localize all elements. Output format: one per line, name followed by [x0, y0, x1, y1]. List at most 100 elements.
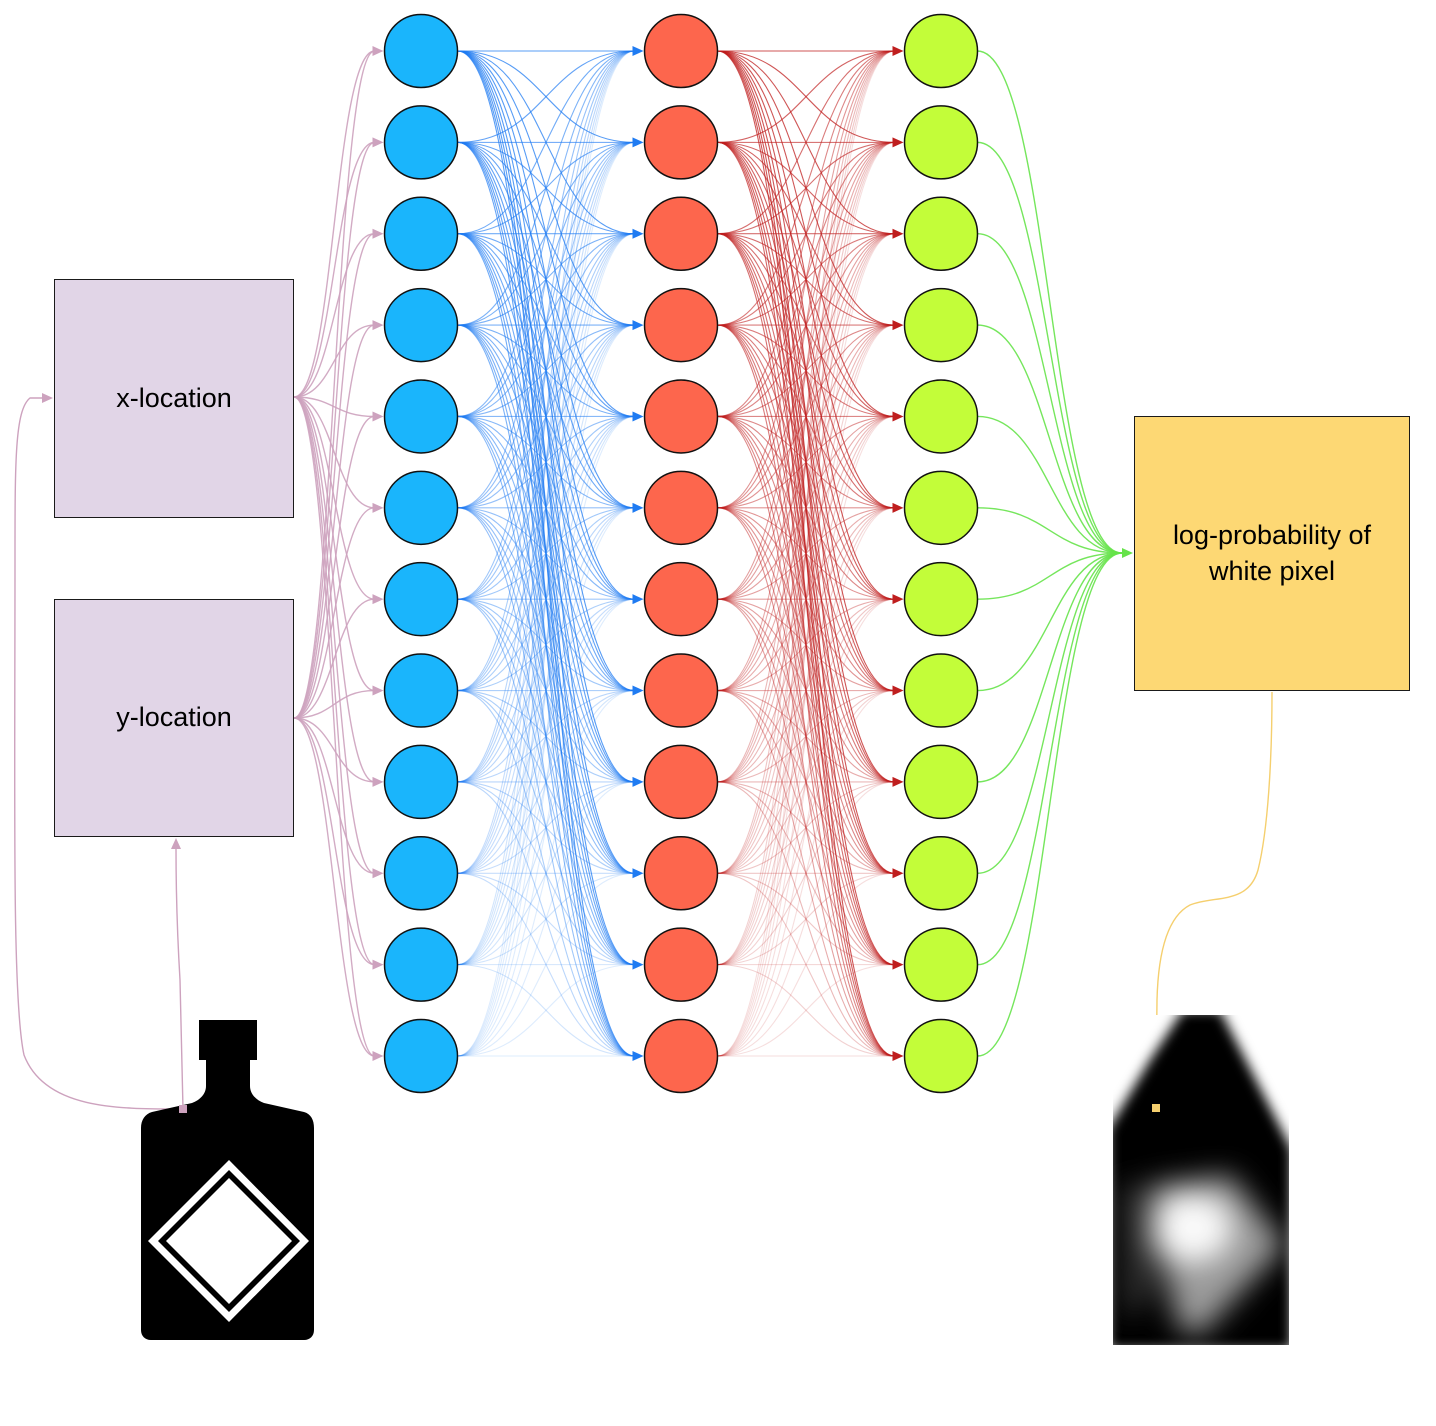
hidden-edge	[717, 141, 895, 692]
hidden-edge	[717, 598, 895, 1057]
hidden-layer-2-node	[643, 287, 719, 363]
hidden-edge	[457, 415, 635, 600]
sample-pixel-marker	[179, 1105, 187, 1113]
hidden-edge	[457, 507, 635, 966]
hidden-edge	[717, 689, 895, 874]
hidden-edge-arrowhead	[892, 1051, 904, 1061]
hidden-edge	[717, 507, 895, 874]
hidden-edge	[717, 50, 895, 418]
hidden-layer-3-node	[903, 287, 979, 363]
hidden-edge	[457, 415, 635, 509]
hidden-edge	[457, 233, 635, 692]
hidden-edge	[717, 324, 895, 418]
hidden-edge	[457, 507, 635, 1057]
hidden-edge	[457, 324, 635, 600]
output-predicted-image	[1113, 1015, 1289, 1345]
input-edge	[293, 396, 375, 966]
hidden-edge	[717, 233, 895, 874]
hidden-edge	[717, 689, 895, 1057]
hidden3-to-output-edges	[977, 50, 1133, 1057]
hidden-layer-2-node	[643, 1018, 719, 1094]
hidden-edge	[457, 141, 635, 966]
hidden-edge	[457, 50, 635, 692]
hidden-edge	[717, 415, 895, 692]
hidden-edge	[717, 872, 895, 966]
hidden-edge	[717, 415, 895, 783]
input-to-hidden1-edges	[293, 46, 384, 1061]
x-location-label: x-location	[116, 382, 232, 413]
hidden-edge-arrowhead	[632, 320, 644, 331]
hidden-edge-arrowhead	[892, 594, 904, 605]
output-edge	[977, 552, 1123, 966]
output-edge	[977, 552, 1123, 874]
hidden-edge	[457, 964, 635, 1057]
hidden-edge-arrowhead	[892, 228, 904, 239]
hidden-edge	[717, 598, 895, 966]
hidden-edge-arrowhead	[632, 411, 644, 422]
hidden-edge	[717, 598, 895, 1057]
hidden-edge	[457, 50, 635, 509]
input-edge	[293, 396, 375, 692]
hidden-edge	[717, 415, 895, 874]
hidden-edge	[717, 507, 895, 874]
hidden-edge	[457, 233, 635, 1057]
hidden-edge	[457, 324, 635, 692]
input-edge	[293, 324, 375, 398]
input-edge	[293, 415, 375, 719]
hidden-layer-2-node	[643, 836, 719, 911]
hidden-layer-2-node	[643, 561, 719, 637]
hidden-edge	[717, 781, 895, 966]
hidden-edge	[717, 141, 895, 874]
hidden-edge	[457, 233, 635, 600]
hidden-edge	[457, 507, 635, 600]
hidden-edge	[717, 233, 895, 1057]
hidden-edge	[457, 233, 635, 783]
hidden-layer-2-node	[643, 470, 719, 546]
hidden-edge	[717, 507, 895, 692]
hidden-edge	[717, 50, 895, 509]
hidden-edge	[457, 50, 635, 783]
hidden-edge-arrowhead	[632, 502, 644, 513]
hidden-edge	[717, 872, 895, 1057]
hidden-edge	[457, 50, 635, 1057]
hidden-layer-3-node	[903, 561, 979, 637]
input-edge	[293, 396, 375, 783]
predicted-light-region	[1120, 1175, 1285, 1335]
hidden-edge	[717, 324, 895, 692]
input-edge	[293, 233, 375, 398]
hidden-edge	[717, 507, 895, 783]
input-edge-arrowhead	[372, 137, 384, 148]
hidden-layer-2-node	[643, 196, 719, 271]
hidden-edge	[717, 507, 895, 966]
hidden-edge	[457, 141, 635, 509]
hidden-edge	[717, 50, 895, 143]
hidden-edge	[717, 415, 895, 509]
input-edge	[293, 396, 375, 1057]
hidden-edge	[457, 507, 635, 692]
input-edge	[293, 689, 375, 719]
output-edge	[977, 324, 1123, 554]
hidden-layer-2-node	[643, 105, 719, 180]
hidden-edge	[457, 141, 635, 692]
input-edge	[293, 717, 375, 1057]
hidden-edge	[717, 324, 895, 600]
hidden-edge	[457, 415, 635, 874]
hidden-edge	[457, 781, 635, 874]
hidden-edge	[457, 598, 635, 1057]
output-edge	[977, 507, 1123, 554]
hidden-edge	[717, 141, 895, 783]
hidden-edge	[457, 781, 635, 1057]
hidden-edge	[717, 598, 895, 874]
hidden-edge	[717, 689, 895, 783]
hidden-edge	[457, 507, 635, 1057]
hidden-edge	[457, 141, 635, 1057]
hidden-layer-1-node	[383, 836, 459, 911]
hidden-edge	[457, 141, 635, 600]
input-edge	[293, 396, 375, 600]
hidden-edge	[717, 415, 895, 783]
hidden-edge	[717, 415, 895, 509]
hidden-edge	[457, 507, 635, 692]
hidden-edge	[717, 689, 895, 1057]
hidden-edge	[717, 415, 895, 600]
hidden-edge	[717, 598, 895, 783]
